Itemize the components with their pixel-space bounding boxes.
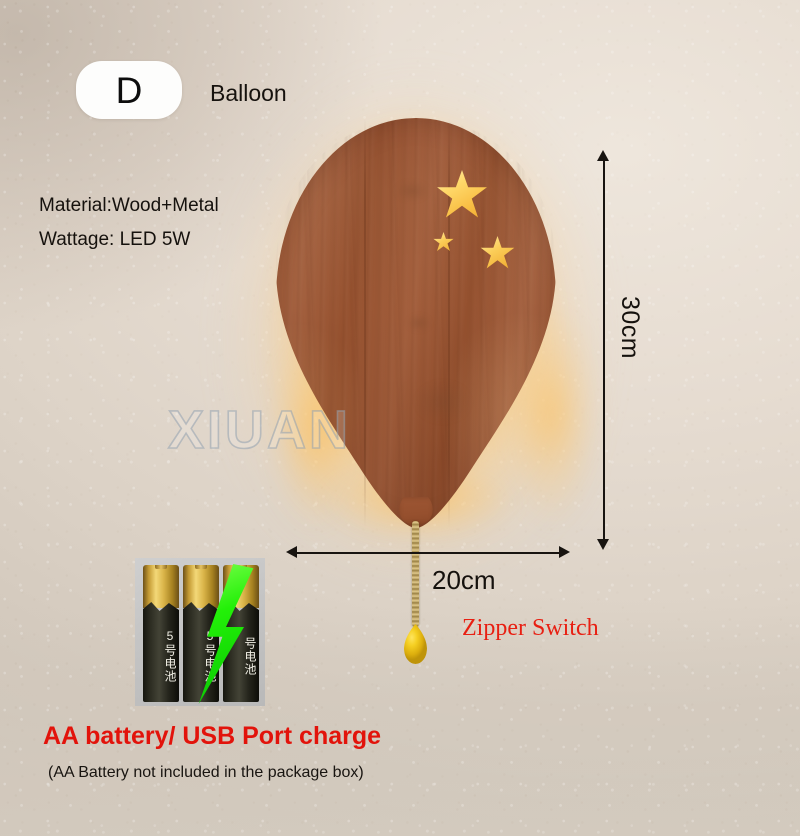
battery-terminal-nub: [155, 565, 167, 569]
power-option-headline: AA battery/ USB Port charge: [43, 722, 382, 750]
pull-chain-icon[interactable]: [412, 521, 419, 627]
power-option-note: (AA Battery not included in the package …: [48, 764, 364, 781]
variant-badge: D: [76, 61, 182, 119]
battery-terminal-nub: [195, 565, 207, 569]
wood-knot-mark: [394, 180, 430, 202]
spec-wattage-label: Wattage: LED 5W: [39, 229, 191, 250]
arrow-down-head: [597, 539, 609, 550]
battery-body: [143, 602, 179, 702]
battery-cell: 5号电池: [143, 565, 179, 702]
zipper-switch-label: Zipper Switch: [462, 615, 599, 641]
battery-body: [183, 602, 219, 702]
variant-badge-letter: D: [115, 69, 143, 111]
spec-material-label: Material:Wood+Metal: [39, 195, 219, 216]
battery-label-text: 号电池: [243, 636, 257, 676]
battery-cell: 5号电池: [183, 565, 219, 702]
battery-label-text: 5号电池: [163, 629, 177, 683]
brand-watermark: XIUAN: [167, 399, 352, 461]
arrow-right-head: [559, 546, 570, 558]
horizontal-dimension-arrow-icon: [286, 546, 570, 560]
balloon-neck-knot: [398, 497, 434, 525]
wood-plank-seam: [364, 118, 366, 528]
balloon-edge-highlight: [276, 118, 556, 528]
arrow-up-head: [597, 150, 609, 161]
variant-name-label: Balloon: [210, 80, 287, 106]
dimension-line: [603, 156, 605, 544]
chain-pull-bead-icon[interactable]: [404, 624, 427, 664]
vertical-dimension-arrow-icon: [597, 150, 611, 550]
balloon-wall-lamp: [276, 118, 556, 528]
width-dimension-label: 20cm: [432, 565, 496, 595]
wood-knot-mark: [414, 380, 472, 424]
battery-product-image: 5号电池 5号电池 号电池: [135, 558, 265, 706]
battery-positive-cap: [183, 565, 219, 608]
wall-shadow-bottom: [0, 606, 800, 836]
dimension-line: [292, 552, 564, 554]
wood-plank-seam: [448, 118, 450, 528]
wood-knot-mark: [406, 314, 432, 332]
balloon-neck-shape: [398, 497, 434, 525]
battery-positive-cap: [143, 565, 179, 608]
height-dimension-label: 30cm: [616, 296, 644, 360]
arrow-left-head: [286, 546, 297, 558]
